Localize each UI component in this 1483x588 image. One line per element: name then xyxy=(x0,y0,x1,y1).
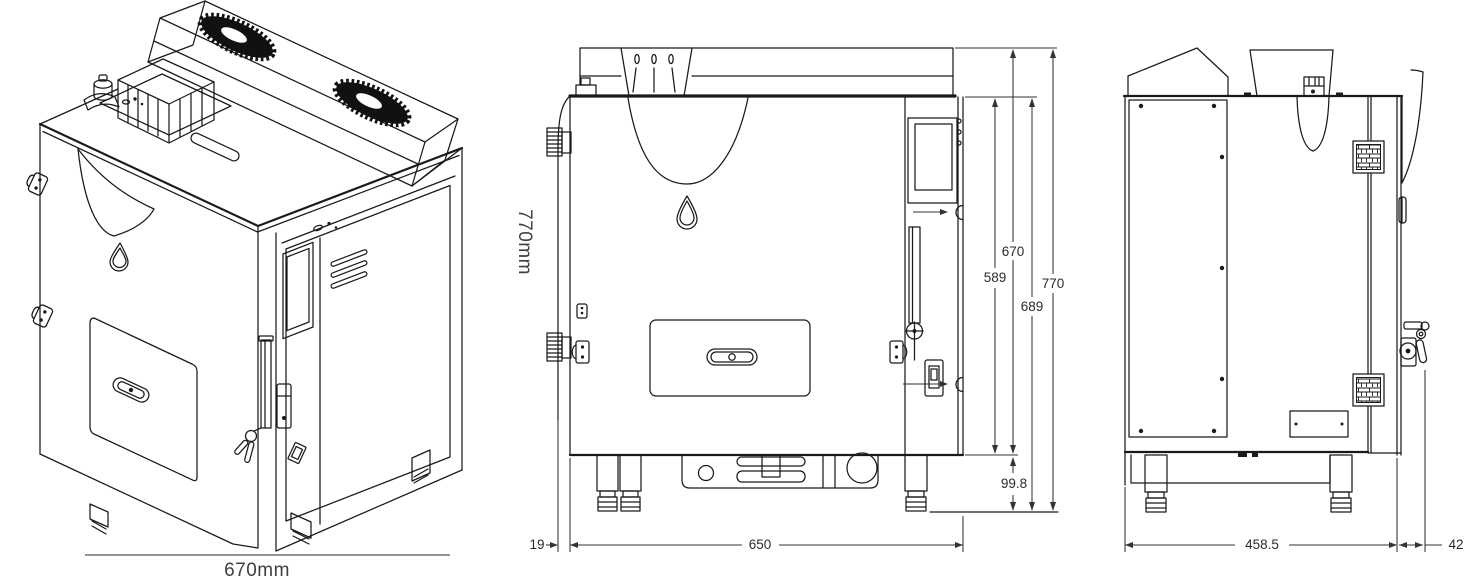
side-hinge-brick xyxy=(1352,373,1385,407)
front-funnel xyxy=(620,47,693,97)
side-hinge-brick xyxy=(1352,140,1385,174)
front-hinge xyxy=(571,340,590,364)
iso-lock-cylinder xyxy=(83,74,144,111)
side-drip-profile xyxy=(1296,96,1330,152)
key-icon xyxy=(234,427,262,463)
iso-tank-opening xyxy=(99,73,232,136)
iso-right-face xyxy=(281,175,456,525)
front-door-handle xyxy=(706,348,758,366)
front-display-window xyxy=(907,117,958,204)
dimension-lines xyxy=(85,47,1442,556)
front-dim-589: 589 xyxy=(984,270,1007,285)
side-dim-458-5: 458.5 xyxy=(1245,537,1279,552)
clamp-symbol xyxy=(955,204,964,221)
side-panel xyxy=(1128,99,1228,438)
front-chimney xyxy=(575,77,597,97)
front-dim-770: 770 xyxy=(1042,276,1065,291)
iso-display-window xyxy=(282,241,314,340)
side-funnel xyxy=(1249,49,1334,97)
front-dim-650: 650 xyxy=(749,537,772,552)
front-dim-99-8: 99.8 xyxy=(1001,476,1027,491)
clamp-symbol xyxy=(955,376,964,393)
side-front-lip xyxy=(1398,69,1424,224)
side-base xyxy=(1123,450,1402,513)
front-hinge xyxy=(889,340,908,364)
iso-latch xyxy=(258,335,292,429)
iso-front-face xyxy=(26,148,307,482)
front-drip-tray xyxy=(681,452,879,489)
isometric-view xyxy=(26,0,464,552)
side-dim-42: 42 xyxy=(1448,537,1463,552)
front-connector xyxy=(546,332,572,362)
iso-top-deck xyxy=(38,58,464,233)
front-connector xyxy=(546,127,572,157)
fan-grille-icon xyxy=(332,78,412,128)
front-display-column xyxy=(903,117,964,397)
iso-feet xyxy=(89,449,431,545)
iso-door-handle xyxy=(112,377,150,403)
front-switch xyxy=(924,359,944,397)
iso-hinge xyxy=(26,172,49,196)
side-latch-keys xyxy=(1399,321,1430,367)
front-body xyxy=(546,94,965,457)
front-lid xyxy=(575,47,954,97)
front-bracket xyxy=(576,303,588,319)
iso-hinge xyxy=(31,304,54,328)
drip-logo-icon xyxy=(676,195,698,230)
iso-vent-louvers xyxy=(330,249,368,289)
front-dim-689: 689 xyxy=(1021,299,1044,314)
side-body xyxy=(1124,69,1430,486)
iso-power-switch xyxy=(287,442,307,464)
front-view xyxy=(546,47,1059,513)
front-dim-19: 19 xyxy=(529,537,544,552)
iso-basket xyxy=(117,58,215,144)
iso-deck-slot xyxy=(190,132,240,162)
iso-height-label: 770mm xyxy=(514,209,535,275)
iso-hood xyxy=(147,0,459,187)
side-roof xyxy=(1127,47,1229,97)
front-door xyxy=(649,319,811,397)
front-feet xyxy=(596,454,928,512)
iso-cabinet xyxy=(39,123,463,552)
front-drip-curve xyxy=(627,97,749,185)
side-rating-plate xyxy=(1289,410,1349,438)
front-latch-rod xyxy=(905,226,924,361)
front-dim-670: 670 xyxy=(1002,244,1025,259)
drip-logo-icon xyxy=(109,242,129,272)
iso-door xyxy=(89,317,198,482)
side-view xyxy=(1122,47,1430,513)
iso-width-label: 670mm xyxy=(224,560,290,581)
